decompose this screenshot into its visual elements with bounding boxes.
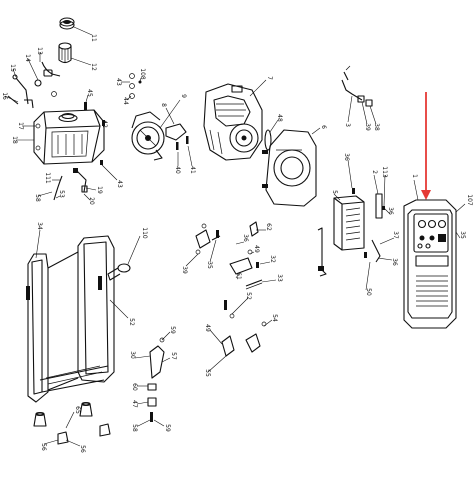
callout-c48: 48 xyxy=(276,114,283,122)
callout-c49b: 49 xyxy=(204,324,211,332)
callout-c59: 59 xyxy=(169,326,176,334)
callout-c35b: 35 xyxy=(206,261,213,269)
callout-c36c: 36 xyxy=(391,258,398,266)
fuel-cap-part xyxy=(59,17,93,36)
callout-c35: 35 xyxy=(459,231,466,239)
callout-c20: 20 xyxy=(88,197,95,205)
callout-c33: 33 xyxy=(276,274,283,282)
callout-c110: 110 xyxy=(141,227,148,239)
callout-c50: 50 xyxy=(365,288,372,296)
fuel-line-assembly xyxy=(37,168,97,201)
callout-c9: 9 xyxy=(180,94,187,98)
fuel-valve-assembly xyxy=(4,52,61,109)
inverter-fasteners xyxy=(347,159,395,291)
engine-part xyxy=(203,79,267,161)
callout-c58: 58 xyxy=(34,194,41,202)
callout-c11: 11 xyxy=(90,34,97,42)
callout-c40: 40 xyxy=(174,166,181,174)
callout-c60: 60 xyxy=(131,383,138,391)
callout-c52: 52 xyxy=(128,318,135,326)
callout-c36d: 36 xyxy=(242,234,249,242)
hose-clamp-assembly xyxy=(341,65,377,125)
callout-c36: 36 xyxy=(343,153,350,161)
callout-c2: 2 xyxy=(371,170,378,174)
callout-c39: 39 xyxy=(364,123,371,131)
callout-c36b: 36 xyxy=(387,207,394,215)
tank-bolts xyxy=(84,94,118,181)
callout-c38: 38 xyxy=(373,123,380,131)
callout-c55: 55 xyxy=(204,369,211,377)
callout-c61: 61 xyxy=(235,272,242,280)
handle-knob-part xyxy=(107,235,141,281)
callout-c56b: 56 xyxy=(79,445,86,453)
callout-labels: 1113141215161718454243111192053584344108… xyxy=(1,34,473,453)
callout-c39b: 39 xyxy=(181,266,188,274)
callout-c32: 32 xyxy=(269,255,276,263)
callout-c41: 41 xyxy=(189,166,196,174)
recoil-fasteners xyxy=(121,73,142,101)
lower-bracket-assembly xyxy=(224,249,277,310)
valve-foot-assembly xyxy=(134,331,171,427)
mid-bracket-assembly xyxy=(207,297,273,373)
callout-c6: 6 xyxy=(320,125,327,129)
fan-housing-part xyxy=(262,127,321,207)
callout-c59b: 59 xyxy=(164,424,171,432)
callout-c65: 65 xyxy=(74,406,81,414)
callout-c42: 42 xyxy=(101,120,108,128)
rubber-feet-assembly xyxy=(33,401,111,447)
callout-c56: 56 xyxy=(40,443,47,451)
callout-c13: 13 xyxy=(36,47,43,55)
seal-part xyxy=(264,119,279,151)
callout-c18: 18 xyxy=(11,136,18,144)
callout-c44: 44 xyxy=(122,97,129,105)
callout-c17: 17 xyxy=(17,122,24,130)
callout-c43b: 43 xyxy=(115,78,122,86)
callout-c111: 111 xyxy=(44,172,51,184)
callout-c5: 5 xyxy=(331,190,338,194)
callout-c43: 43 xyxy=(116,180,123,188)
callout-c34: 34 xyxy=(36,222,43,230)
callout-c108: 108 xyxy=(139,68,146,80)
fuel-tank-part xyxy=(16,109,105,165)
callout-c14: 14 xyxy=(24,54,31,62)
callout-c54: 54 xyxy=(271,314,278,322)
highlight-arrow xyxy=(421,92,431,200)
callout-c107: 107 xyxy=(466,194,473,206)
callout-c1: 1 xyxy=(411,174,418,178)
callout-c3: 3 xyxy=(344,123,351,127)
callout-c45: 45 xyxy=(86,89,93,97)
callout-c49: 49 xyxy=(253,245,260,253)
callout-c52b: 52 xyxy=(245,292,252,300)
callout-c37: 37 xyxy=(392,231,399,239)
callout-c30: 30 xyxy=(129,351,136,359)
callout-c53: 53 xyxy=(58,190,65,198)
callout-c47: 47 xyxy=(131,400,138,408)
ignition-bracket-part xyxy=(165,107,193,167)
callout-c12: 12 xyxy=(90,63,97,71)
callout-c113: 113 xyxy=(381,166,388,178)
frame-part xyxy=(26,229,129,403)
callout-c19: 19 xyxy=(96,186,103,194)
callout-c15: 15 xyxy=(9,64,16,72)
callout-c57: 57 xyxy=(170,352,177,360)
callout-c8: 8 xyxy=(160,103,167,107)
callout-c62: 62 xyxy=(265,223,272,231)
callout-c16: 16 xyxy=(1,92,8,100)
callout-c58b: 58 xyxy=(131,424,138,432)
recoil-starter-part xyxy=(131,99,181,161)
callout-c7: 7 xyxy=(266,76,273,80)
mount-bracket-assembly xyxy=(185,221,266,267)
fuel-filter-part xyxy=(58,42,92,66)
inverter-module-part xyxy=(317,193,365,277)
front-panel-part xyxy=(403,179,466,329)
